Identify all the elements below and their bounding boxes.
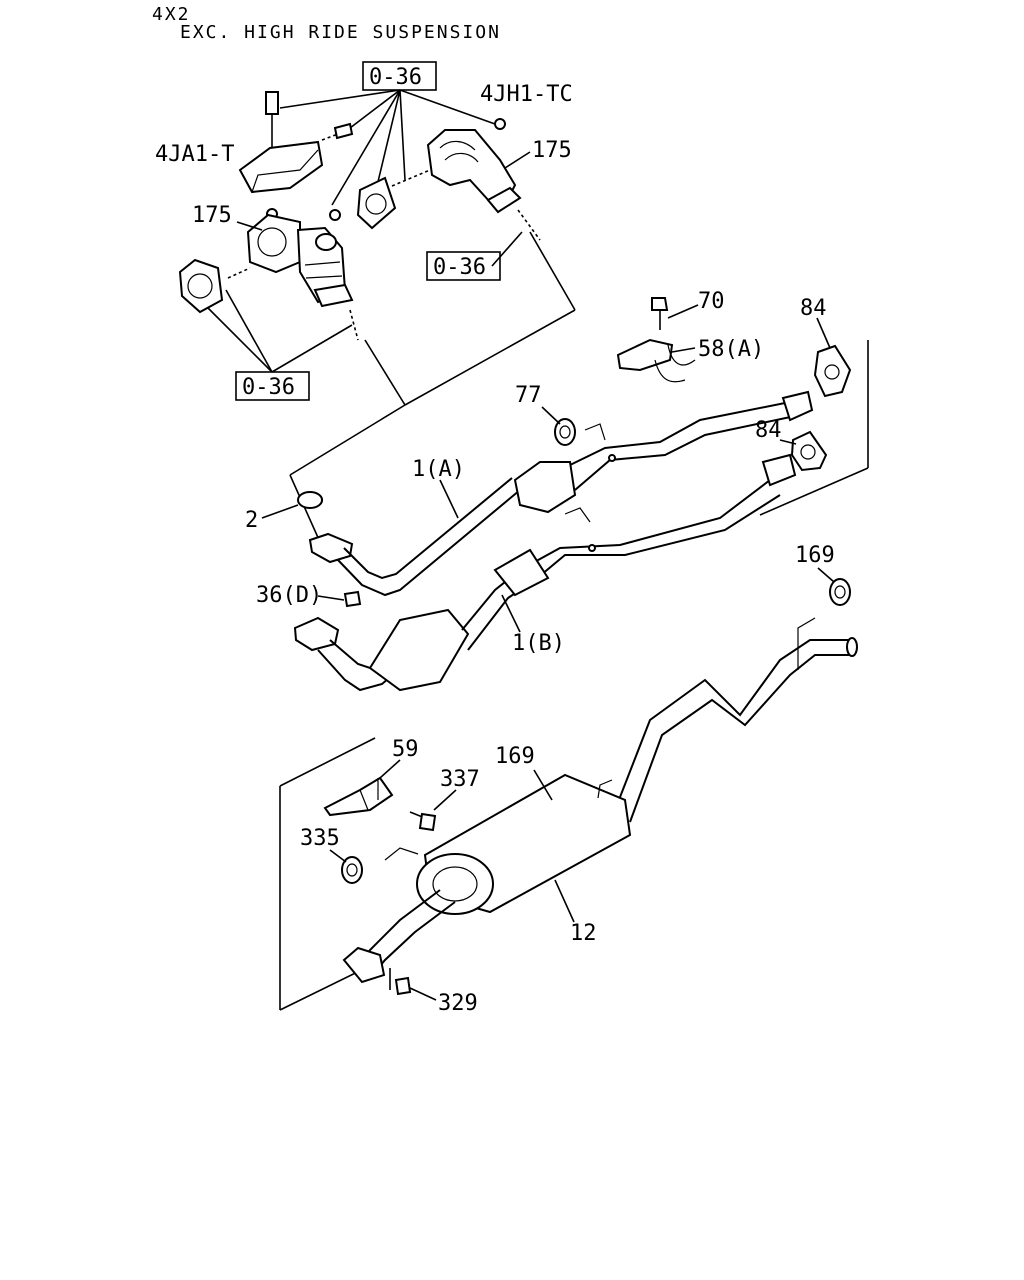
turbo-elbow-4jh1tc[interactable] xyxy=(391,118,541,241)
svg-text:0-36: 0-36 xyxy=(242,375,295,400)
variant-label-4jh1tc: 4JH1-TC xyxy=(480,82,573,107)
gasket-2-oring[interactable] xyxy=(297,491,323,509)
callout-1a: 1(A) xyxy=(412,457,465,482)
callout-12: 12 xyxy=(570,921,597,946)
variant-label-4ja1t: 4JA1-T xyxy=(155,142,234,167)
callout-175-right: 175 xyxy=(532,138,572,163)
callout-70: 70 xyxy=(698,289,725,314)
gasket-84-mid[interactable] xyxy=(790,430,828,472)
svg-text:0-36: 0-36 xyxy=(433,255,486,280)
bracket-59[interactable] xyxy=(323,776,394,817)
hanger-rubber-169-right[interactable] xyxy=(829,578,851,606)
callout-77: 77 xyxy=(515,383,542,408)
ref-box-right[interactable]: 0-36 xyxy=(426,251,501,281)
ref-leaders-top xyxy=(279,89,496,206)
callout-1b: 1(B) xyxy=(512,631,565,656)
callout-58a: 58(A) xyxy=(698,337,764,362)
front-pipe-1a[interactable] xyxy=(301,390,814,597)
header-line1: 4X2 xyxy=(152,4,191,25)
nut-36d[interactable] xyxy=(343,590,362,608)
callout-leaders xyxy=(236,151,835,1001)
header-line2: EXC. HIGH RIDE SUSPENSION xyxy=(180,22,501,43)
front-pipe-1b[interactable] xyxy=(293,453,797,692)
ref-leaders-right xyxy=(491,231,523,267)
callout-175-left: 175 xyxy=(192,203,232,228)
bolt-70[interactable] xyxy=(651,297,669,330)
bracket-58a[interactable] xyxy=(616,338,696,383)
hanger-rubber-77[interactable] xyxy=(554,418,576,446)
tail-pipe[interactable] xyxy=(614,617,858,823)
gasket-84-top[interactable] xyxy=(813,344,852,398)
callout-169-mid: 169 xyxy=(495,744,535,769)
ref-box-top[interactable]: 0-36 xyxy=(362,61,437,91)
assembly-bracket-lines xyxy=(279,231,869,1011)
callout-337: 337 xyxy=(440,767,480,792)
bolt-4ja1t[interactable] xyxy=(321,122,354,141)
callout-84-top: 84 xyxy=(800,296,827,321)
gasket-left-lower[interactable] xyxy=(178,258,224,314)
callout-2: 2 xyxy=(245,508,258,533)
svg-text:0-36: 0-36 xyxy=(369,65,422,90)
callout-59: 59 xyxy=(392,737,419,762)
nut-329[interactable] xyxy=(389,968,412,996)
ref-leaders-left xyxy=(199,289,353,373)
callout-335: 335 xyxy=(300,826,340,851)
muffler-12[interactable] xyxy=(342,773,632,984)
callout-36d: 36(D) xyxy=(256,583,322,608)
stud-left[interactable] xyxy=(227,267,359,341)
nut-left[interactable] xyxy=(329,209,341,221)
callout-329: 329 xyxy=(438,991,478,1016)
ref-box-left[interactable]: 0-36 xyxy=(235,371,310,401)
callout-84-mid: 84 xyxy=(755,418,782,443)
turbo-elbow-4ja1t[interactable] xyxy=(238,91,354,308)
gasket-left-upper[interactable] xyxy=(356,176,397,230)
hanger-rubber-335[interactable] xyxy=(341,856,363,884)
bolt-337[interactable] xyxy=(409,811,437,832)
callout-169-right: 169 xyxy=(795,543,835,568)
